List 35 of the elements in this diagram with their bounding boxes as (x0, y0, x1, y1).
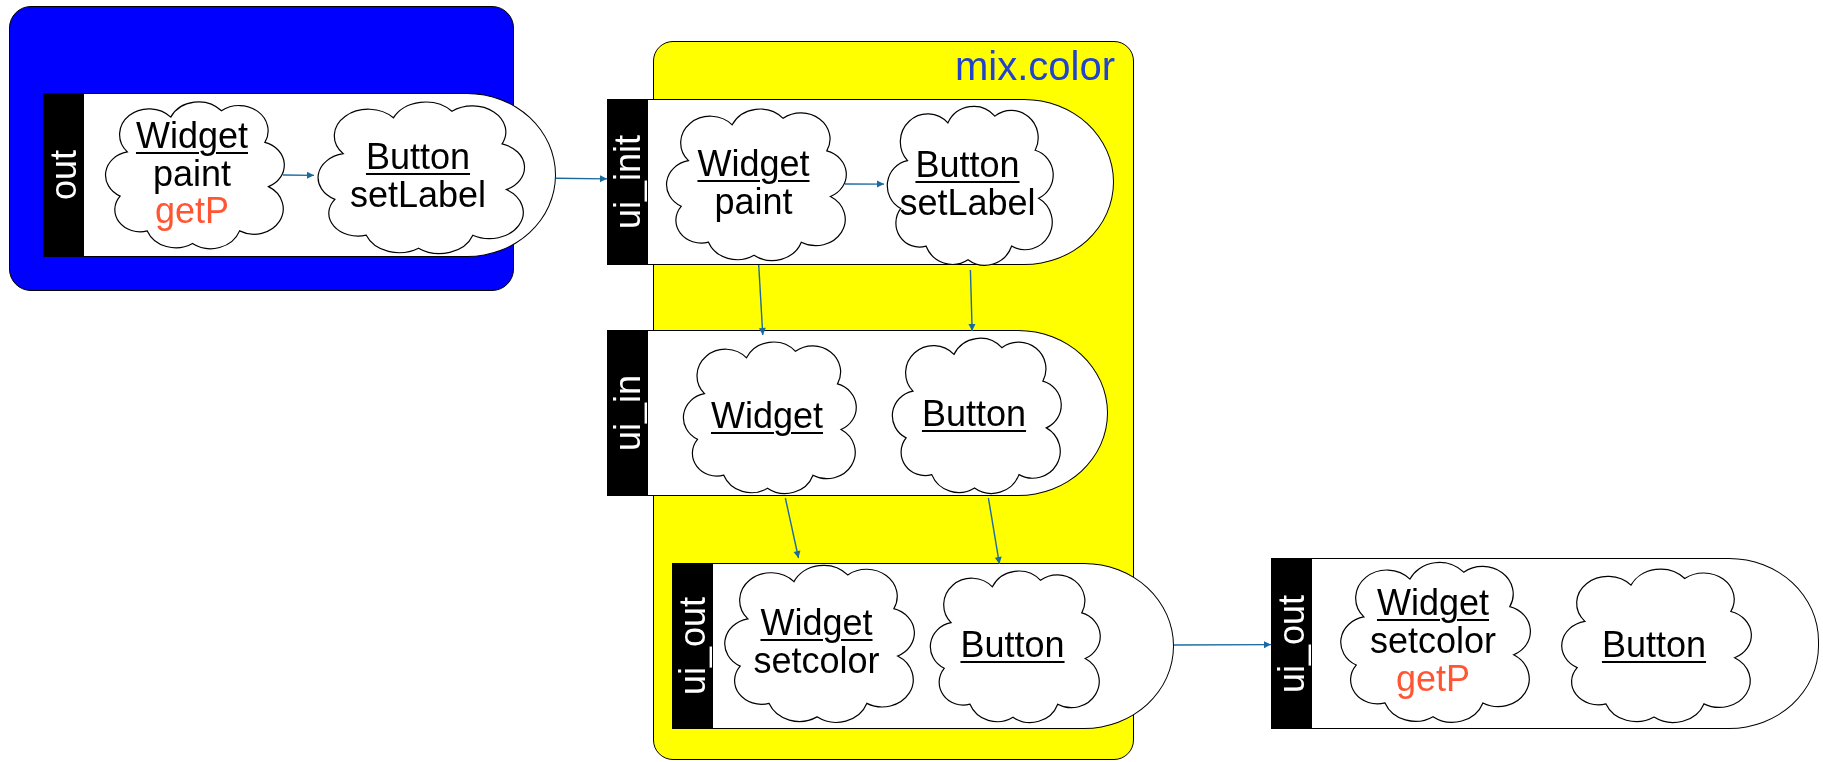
class-name: Widget (697, 145, 810, 183)
arrow (987, 497, 1002, 565)
arrow (758, 264, 766, 336)
lane-capsule (1271, 558, 1819, 729)
class-name: Button (1601, 625, 1707, 664)
lane-label: ui_init (609, 134, 646, 229)
method-name: paint (714, 183, 793, 221)
arrow (1173, 641, 1272, 649)
method-name: setcolor (1369, 622, 1497, 660)
class-name: Button (915, 146, 1020, 184)
lane-label: ui_out (674, 596, 711, 695)
class-name: Widget (710, 397, 823, 435)
class-name: Button (365, 138, 471, 176)
panel-title: mix.color (954, 44, 1115, 89)
arrow (555, 175, 608, 183)
arrow (282, 171, 315, 179)
arrow (784, 497, 801, 559)
class-name: Widget (1376, 584, 1489, 623)
arrow (844, 180, 885, 188)
method-name: setLabel (899, 184, 1036, 222)
lane-label: ui_out (1274, 594, 1310, 693)
lane-capsule (671, 562, 1174, 729)
lane-label: ui_in (609, 374, 646, 451)
lane-capsule (42, 92, 556, 257)
lane-capsule (606, 329, 1108, 496)
lane-capsule (606, 98, 1114, 265)
method-name: setcolor (753, 642, 880, 680)
class-name: Button (921, 395, 1027, 433)
class-name: Button (960, 626, 1065, 664)
class-name: Widget (760, 604, 873, 642)
note-text: getP (1395, 659, 1471, 698)
method-name: setLabel (349, 176, 487, 214)
arrow (968, 269, 976, 332)
lane-label: out (45, 149, 82, 200)
class-name: Widget (135, 116, 248, 155)
